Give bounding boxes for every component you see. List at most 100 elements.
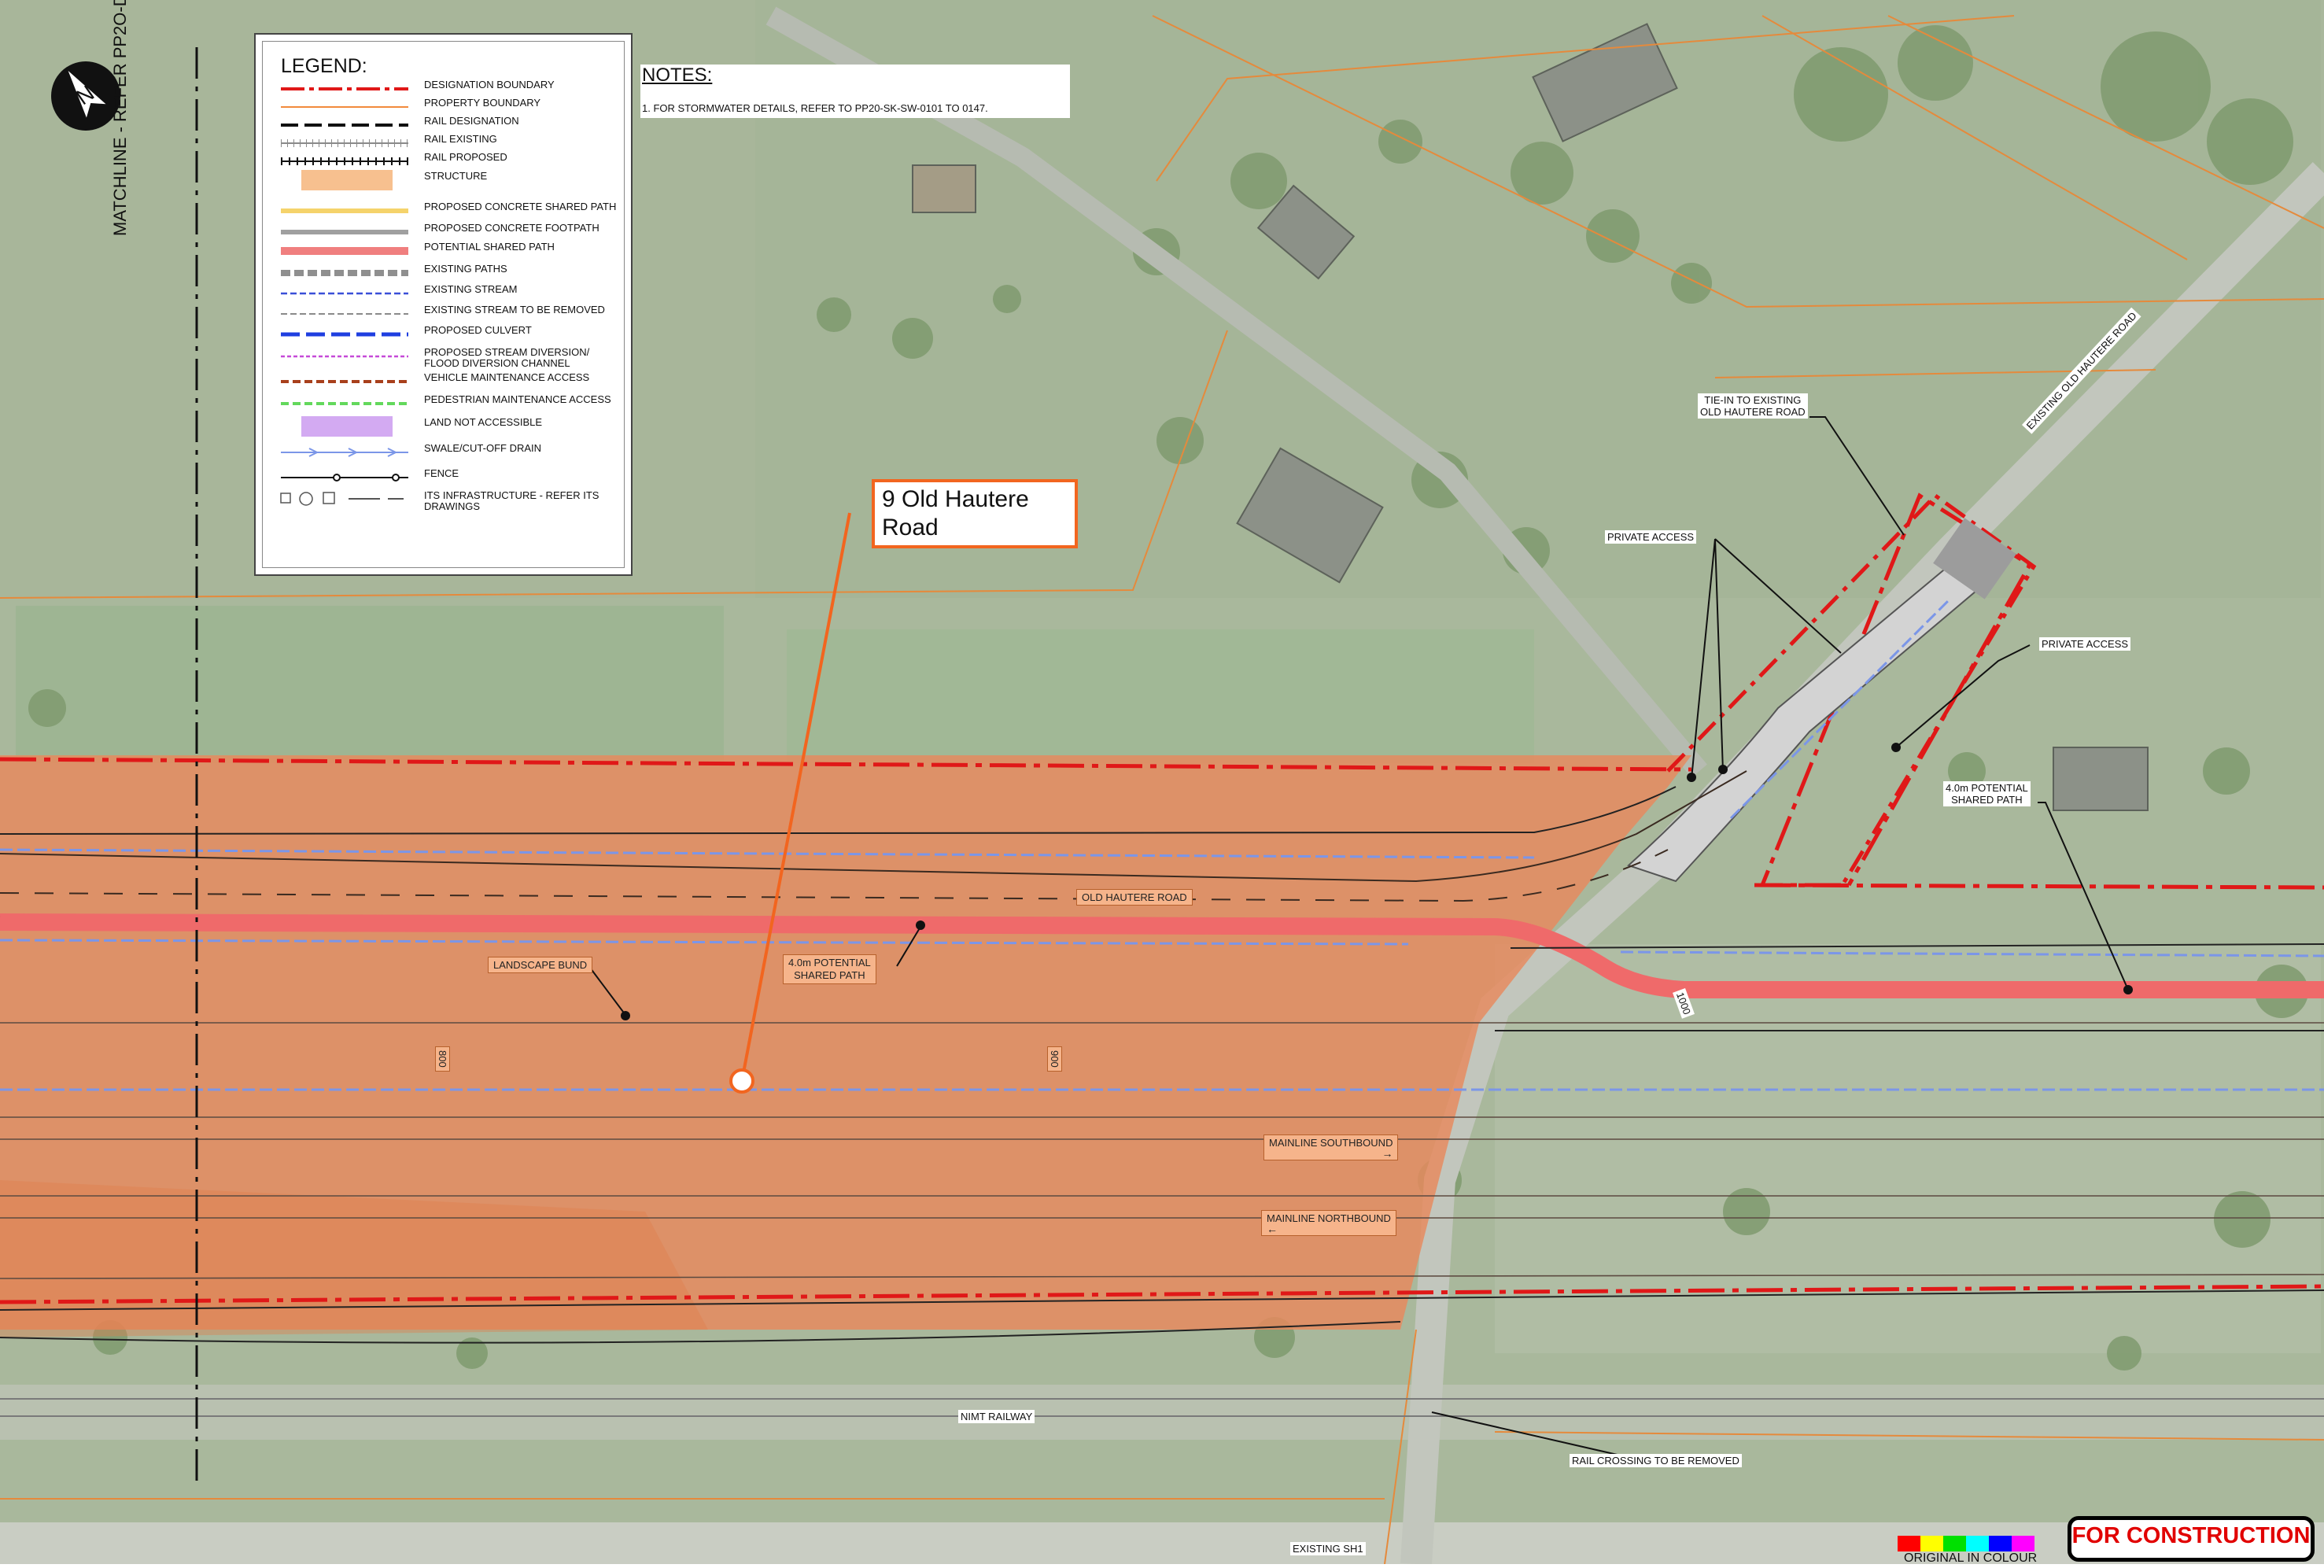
arrow-right-icon: →: [1381, 1147, 1393, 1160]
legend-item: POTENTIAL SHARED PATH: [278, 241, 624, 261]
legend-item: PEDESTRIAN MAINTENANCE ACCESS: [278, 393, 624, 414]
legend-symbol-concrete-shared: [278, 201, 411, 221]
landscape-bund-label: LANDSCAPE BUND: [488, 957, 593, 973]
shared-path-label-right: 4.0m POTENTIAL SHARED PATH: [1943, 781, 2031, 806]
road-edge-line: [0, 770, 1747, 883]
legend-label: POTENTIAL SHARED PATH: [424, 241, 555, 253]
matchline-label: MATCHLINE - REFER PP2O-DR-CL-0504: [110, 0, 130, 236]
leader-lines: [589, 416, 2129, 1456]
notes-title: NOTES:: [642, 65, 713, 86]
colour-swatch: [1898, 1536, 1920, 1551]
legend-item: PROPOSED CONCRETE FOOTPATH: [278, 222, 624, 242]
legend-label: RAIL DESIGNATION: [424, 115, 519, 127]
legend-symbol-land: [278, 416, 411, 437]
legend-label: EXISTING STREAM TO BE REMOVED: [424, 304, 605, 315]
mainline-northbound-label: MAINLINE NORTHBOUND ←: [1261, 1210, 1396, 1236]
shared-path-label-mid: 4.0m POTENTIAL SHARED PATH: [783, 954, 876, 984]
shared-path-label-right-line-2: SHARED PATH: [1951, 794, 2023, 806]
legend-frame: [262, 41, 625, 568]
legend-item: STRUCTURE: [278, 170, 624, 190]
legend-item: EXISTING STREAM: [278, 283, 624, 304]
legend-label: FENCE: [424, 467, 459, 479]
road-centreline: [0, 849, 1669, 902]
mainline-northbound-text: MAINLINE NORTHBOUND: [1267, 1212, 1391, 1224]
legend-symbol-property: [278, 97, 411, 117]
legend-label: STRUCTURE: [424, 170, 488, 182]
legend-symbol-structure: [278, 170, 411, 190]
rail-lines: [0, 1022, 2324, 1279]
legend-symbol-rail-designation: [278, 115, 411, 135]
legend-symbol-its: [278, 489, 411, 510]
crop-field-mid: [787, 629, 1534, 763]
legend-label: EXISTING STREAM: [424, 283, 518, 295]
nimt-existing-rail: [0, 1398, 2324, 1417]
crop-field-left: [16, 606, 724, 763]
fence-lines: [0, 786, 2324, 1344]
callout-point: [729, 1068, 754, 1094]
chainage-900: 900: [1047, 1046, 1062, 1072]
legend-item: PROPERTY BOUNDARY: [278, 97, 624, 117]
leader-dots: [621, 743, 2133, 1020]
farm-right: [1495, 944, 2321, 1353]
structure-area: [0, 755, 1691, 1330]
legend-item: RAIL PROPOSED: [278, 151, 624, 172]
tie-in-designation: [1666, 493, 2037, 889]
legend-item: PROPOSED STREAM DIVERSION/ FLOOD DIVERSI…: [278, 346, 624, 369]
legend-symbol-diversion: [278, 346, 411, 367]
road-tie-in-pad: [1933, 518, 2016, 600]
legend-item: SWALE/CUT-OFF DRAIN: [278, 442, 624, 463]
swale-lines: [0, 596, 2324, 1091]
legend-symbol-rail-proposed: [278, 151, 411, 172]
rail-crossing-label: RAIL CROSSING TO BE REMOVED: [1570, 1454, 1742, 1467]
legend-item: RAIL DESIGNATION: [278, 115, 624, 135]
existing-old-hautere-road: [1400, 161, 2324, 1566]
legend-symbol-designation: [278, 79, 411, 99]
for-construction-stamp: FOR CONSTRUCTION: [2068, 1516, 2315, 1562]
legend-label: RAIL PROPOSED: [424, 151, 507, 163]
callout-leader: [740, 512, 851, 1082]
colour-swatch: [2012, 1536, 2034, 1551]
legend-symbol-swale: [278, 442, 411, 463]
legend-item: EXISTING STREAM TO BE REMOVED: [278, 304, 624, 324]
arrow-left-icon: ←: [1267, 1223, 1278, 1235]
legend-symbol-stream-removed: [278, 304, 411, 324]
legend-item: PROPOSED CONCRETE SHARED PATH: [278, 201, 624, 221]
legend-item: LAND NOT ACCESSIBLE: [278, 416, 624, 437]
legend-symbol-fence: [278, 467, 411, 488]
legend-symbol-concrete-foot: [278, 222, 411, 242]
north-arrow-icon: N: [49, 59, 123, 133]
note-item: 1. FOR STORMWATER DETAILS, REFER TO PP20…: [642, 102, 988, 114]
mainline-southbound-text: MAINLINE SOUTHBOUND: [1269, 1137, 1393, 1149]
legend-item: EXISTING PATHS: [278, 263, 624, 283]
legend-item: PROPOSED CULVERT: [278, 324, 624, 345]
legend-label: VEHICLE MAINTENANCE ACCESS: [424, 371, 590, 383]
legend-label: PROPOSED CONCRETE SHARED PATH: [424, 201, 617, 212]
legend-item: ITS INFRASTRUCTURE - REFER ITS DRAWINGS: [278, 489, 624, 512]
legend-symbol-culvert: [278, 324, 411, 345]
tie-in-label-line-2: OLD HAUTERE ROAD: [1700, 406, 1806, 418]
buildings: [912, 23, 2149, 811]
nimt-railway-label: NIMT RAILWAY: [958, 1410, 1035, 1423]
legend-symbol-potential-shared: [278, 241, 411, 261]
shared-path-label-mid-line-2: SHARED PATH: [794, 969, 865, 981]
legend-item: FENCE: [278, 467, 624, 488]
legend-label: PROPOSED CONCRETE FOOTPATH: [424, 222, 599, 234]
legend-label: EXISTING PATHS: [424, 263, 507, 275]
mainline-southbound-label: MAINLINE SOUTHBOUND →: [1263, 1134, 1399, 1160]
legend-label: PEDESTRIAN MAINTENANCE ACCESS: [424, 393, 611, 405]
designation-boundary: [0, 493, 2324, 1304]
legend-label: RAIL EXISTING: [424, 133, 497, 145]
tie-in-label-line-1: TIE-IN TO EXISTING: [1704, 394, 1802, 406]
legend-symbol-existing-paths: [278, 263, 411, 283]
property-boundaries: [0, 15, 2324, 1565]
legend-title: LEGEND:: [281, 55, 367, 77]
legend-item: DESIGNATION BOUNDARY: [278, 79, 624, 99]
legend-label: SWALE/CUT-OFF DRAIN: [424, 442, 542, 454]
legend-label: LAND NOT ACCESSIBLE: [424, 416, 543, 428]
old-hautere-road-label: OLD HAUTERE ROAD: [1076, 889, 1193, 906]
colour-swatch: [1966, 1536, 1989, 1551]
callout-line-2: Road: [882, 515, 939, 540]
legend-symbol-pedestrian: [278, 393, 411, 414]
